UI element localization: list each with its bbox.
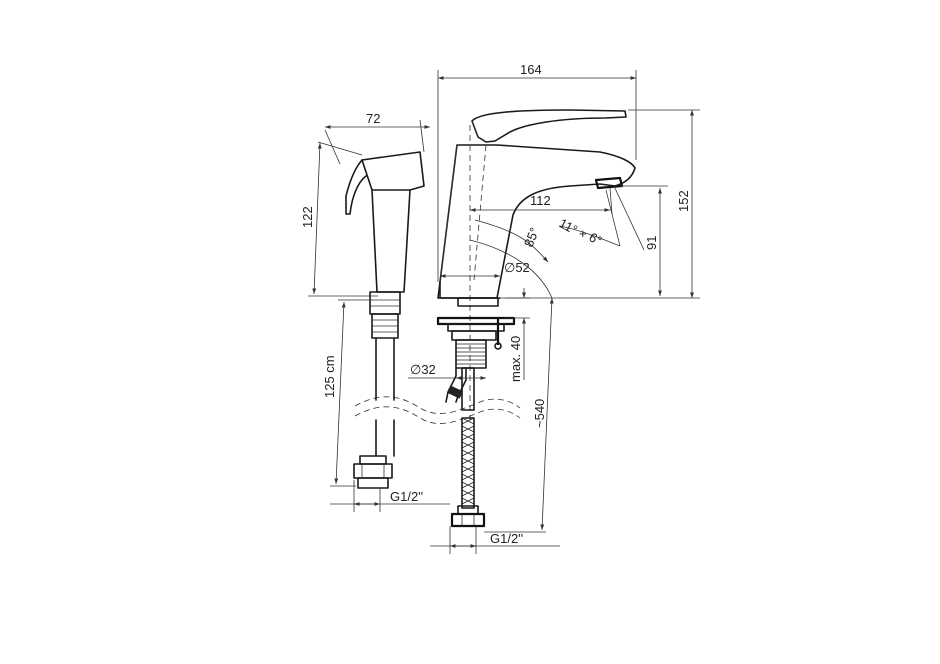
dim-label-72: 72 (366, 111, 380, 126)
dim-label-6-angle: 6° (587, 229, 605, 248)
dim-label-diameter-52: ∅52 (504, 260, 530, 275)
dim-label-122: 122 (300, 206, 315, 228)
dim-label-152: 152 (676, 190, 691, 212)
dim-label-g12-right: G1/2'' (490, 531, 523, 546)
dim-label-112: 112 (530, 193, 551, 208)
dim-label-164: 164 (520, 62, 542, 77)
hand-shower (345, 151, 425, 339)
handle-axis (473, 144, 487, 281)
dim-label-85-angle: 85° (521, 225, 542, 249)
break-line-top (354, 396, 521, 414)
dim-label-max-40: max. 40 (508, 336, 523, 382)
tap-hose (450, 367, 486, 528)
shower-hose (353, 337, 395, 489)
dim-label-11-angle: 11° (557, 215, 581, 237)
dim-label-125cm: 125 cm (322, 355, 337, 398)
dimension-labels: 164 72 122 112 152 91 85° 11° + 6° ∅52 m… (300, 62, 691, 546)
dimension-lines (308, 70, 700, 554)
dim-label-diameter-32: ∅32 (410, 362, 436, 377)
dim-label-540: ~540 (532, 399, 547, 428)
break-line-bottom (354, 406, 521, 424)
dim-label-plus: + (579, 226, 587, 241)
mounting-assembly (436, 297, 516, 403)
dim-label-91: 91 (644, 236, 659, 250)
dim-label-g12-left: G1/2'' (390, 489, 423, 504)
